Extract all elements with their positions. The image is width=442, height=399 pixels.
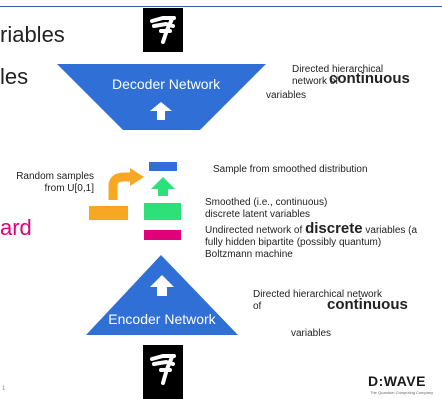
undirected-post: variables (a fully hidden bipartite (pos…	[205, 225, 418, 260]
encoder-label: Encoder Network	[108, 311, 216, 327]
header-rule	[0, 6, 442, 7]
decoder-description: Directed hierarchical network of	[257, 64, 417, 88]
dwave-logo: D:WAVE	[368, 373, 426, 389]
output-digit-image	[143, 8, 183, 52]
smoothed-label: Smoothed (i.e., continuous) discrete lat…	[205, 197, 328, 220]
decoder-desc-post: variables	[266, 90, 307, 101]
discrete-bar	[144, 230, 181, 240]
random-samples-bar	[89, 206, 128, 220]
encoder-desc-pre: Directed hierarchical network of	[253, 289, 382, 312]
cut-text-line-2: les	[0, 64, 29, 89]
random-samples-arrow-stem	[108, 172, 132, 200]
random-samples-label: Random samples from U[0,1]	[16, 171, 94, 194]
encoder-desc-post: variables	[291, 328, 332, 339]
random-samples-arrow-head	[130, 168, 144, 186]
dwave-logo-tagline: The Quantum Computing Company	[370, 390, 434, 395]
decoder-network-shape	[57, 64, 266, 130]
encoder-desc-bold: continuous	[327, 296, 408, 313]
input-digit-image	[143, 345, 183, 399]
sample-bar	[149, 162, 177, 171]
green-up-arrow	[151, 177, 175, 196]
decoder-up-arrow	[150, 102, 172, 120]
sample-label: Sample from smoothed distribution	[213, 164, 368, 175]
decoder-desc-bold-text: continuous	[329, 70, 410, 87]
decoder-label: Decoder Network	[112, 76, 221, 92]
undirected-pre: Undirected network of	[205, 225, 306, 236]
decoder-desc-bold: continuous	[329, 70, 410, 87]
smoothed-bar	[144, 203, 181, 220]
decoder-desc-pre: Directed hierarchical network of	[292, 64, 384, 87]
undirected-label: Undirected network of discrete variables…	[205, 220, 429, 261]
cut-text-line-3: ard	[0, 215, 32, 240]
encoder-up-arrow	[150, 275, 174, 296]
page-number: 1	[2, 386, 6, 392]
encoder-desc-bold-text: continuous	[327, 296, 408, 313]
undirected-bold: discrete	[305, 220, 363, 237]
cut-text-line-1: riables	[0, 22, 65, 47]
